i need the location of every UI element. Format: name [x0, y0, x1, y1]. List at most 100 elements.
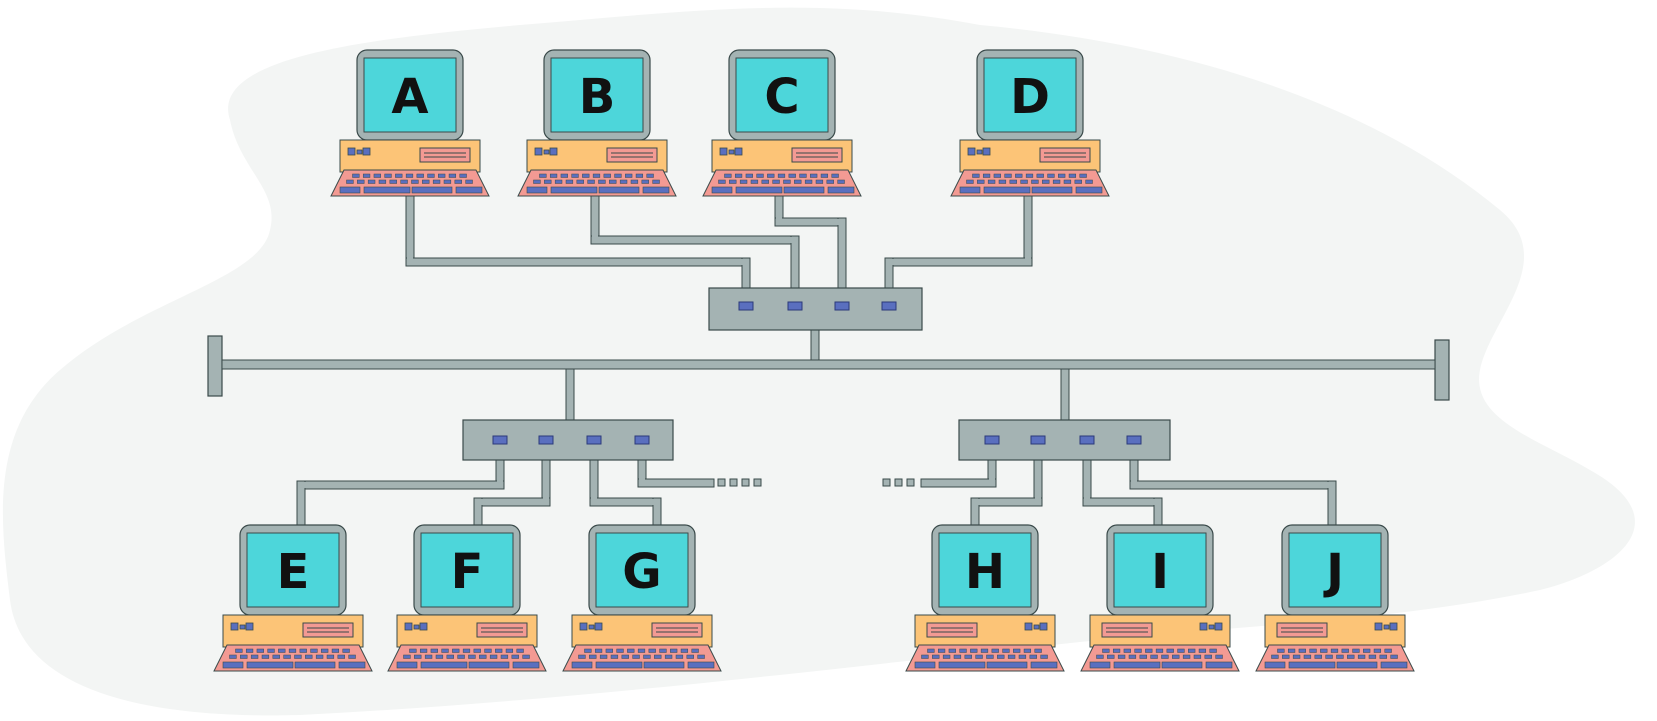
key — [310, 648, 318, 653]
key — [560, 173, 568, 178]
key — [1282, 654, 1290, 659]
key — [1036, 173, 1044, 178]
cable-fill — [592, 237, 798, 243]
screen — [938, 532, 1032, 608]
backbone-bus — [207, 335, 1450, 401]
key — [245, 648, 254, 653]
key — [1007, 654, 1016, 659]
key — [1030, 661, 1058, 669]
key — [734, 173, 743, 178]
computer-d: D — [950, 49, 1110, 197]
key — [1029, 654, 1037, 659]
key — [997, 654, 1005, 659]
status-light — [230, 622, 239, 631]
key — [627, 648, 635, 653]
screen — [1113, 532, 1207, 608]
key — [975, 654, 983, 659]
key — [484, 648, 492, 653]
cable-fill — [776, 193, 782, 225]
key — [522, 654, 530, 659]
key — [777, 173, 786, 178]
cable-fill — [1131, 482, 1335, 488]
key — [411, 179, 419, 184]
key — [635, 173, 644, 178]
key — [1113, 661, 1161, 669]
key — [1074, 179, 1082, 184]
key — [652, 179, 660, 184]
key — [348, 654, 356, 659]
status-light — [239, 624, 246, 630]
computer-label: I — [1151, 544, 1169, 600]
key — [516, 648, 524, 653]
key — [1161, 661, 1203, 669]
cable-fill — [1131, 437, 1137, 488]
cable-fill — [639, 437, 645, 486]
key — [362, 173, 371, 178]
port-right-hub — [1126, 435, 1142, 445]
key — [1018, 654, 1027, 659]
key — [670, 648, 678, 653]
port-top-hub — [787, 301, 803, 311]
status-light — [588, 624, 595, 630]
key — [1004, 173, 1012, 178]
key — [411, 186, 453, 194]
cable-fill — [989, 437, 995, 486]
bus-terminator-left — [207, 335, 223, 397]
key — [767, 173, 775, 178]
key — [256, 648, 264, 653]
status-light — [347, 147, 356, 156]
key — [986, 661, 1028, 669]
cable-fill — [792, 237, 798, 306]
cable-fill — [591, 437, 597, 505]
key — [1023, 648, 1032, 653]
key — [605, 648, 613, 653]
status-light — [719, 147, 728, 156]
key — [1040, 654, 1048, 659]
key — [1042, 179, 1050, 184]
key — [315, 654, 324, 659]
key — [1145, 648, 1153, 653]
key — [1193, 654, 1202, 659]
status-light — [1389, 622, 1398, 631]
key — [982, 173, 991, 178]
key — [966, 179, 974, 184]
key — [416, 173, 424, 178]
key — [1188, 648, 1196, 653]
status-light — [734, 147, 743, 156]
port-right-hub — [1030, 435, 1046, 445]
key — [441, 648, 449, 653]
status-light — [728, 149, 735, 155]
key — [511, 654, 519, 659]
cable-fill — [591, 499, 660, 505]
key — [246, 661, 294, 669]
key — [788, 173, 796, 178]
key — [1013, 648, 1021, 653]
key — [614, 173, 622, 178]
key — [283, 654, 291, 659]
key — [424, 654, 433, 659]
key — [1102, 648, 1110, 653]
key — [448, 173, 457, 178]
cable-fill — [886, 259, 1031, 265]
key — [1177, 648, 1185, 653]
key — [589, 654, 597, 659]
key — [338, 661, 366, 669]
computer-a: A — [330, 49, 490, 197]
computer-label: H — [965, 544, 1005, 600]
key — [339, 186, 361, 194]
key — [267, 648, 275, 653]
key — [571, 661, 593, 669]
key — [468, 654, 476, 659]
key — [745, 173, 753, 178]
key — [970, 648, 978, 653]
cable-fill — [475, 499, 549, 505]
computer-label: E — [277, 544, 310, 600]
key — [526, 186, 548, 194]
key — [927, 648, 935, 653]
key — [831, 173, 839, 178]
key — [1155, 648, 1164, 653]
key — [998, 179, 1007, 184]
key — [1089, 661, 1111, 669]
key — [272, 654, 280, 659]
key — [454, 179, 462, 184]
